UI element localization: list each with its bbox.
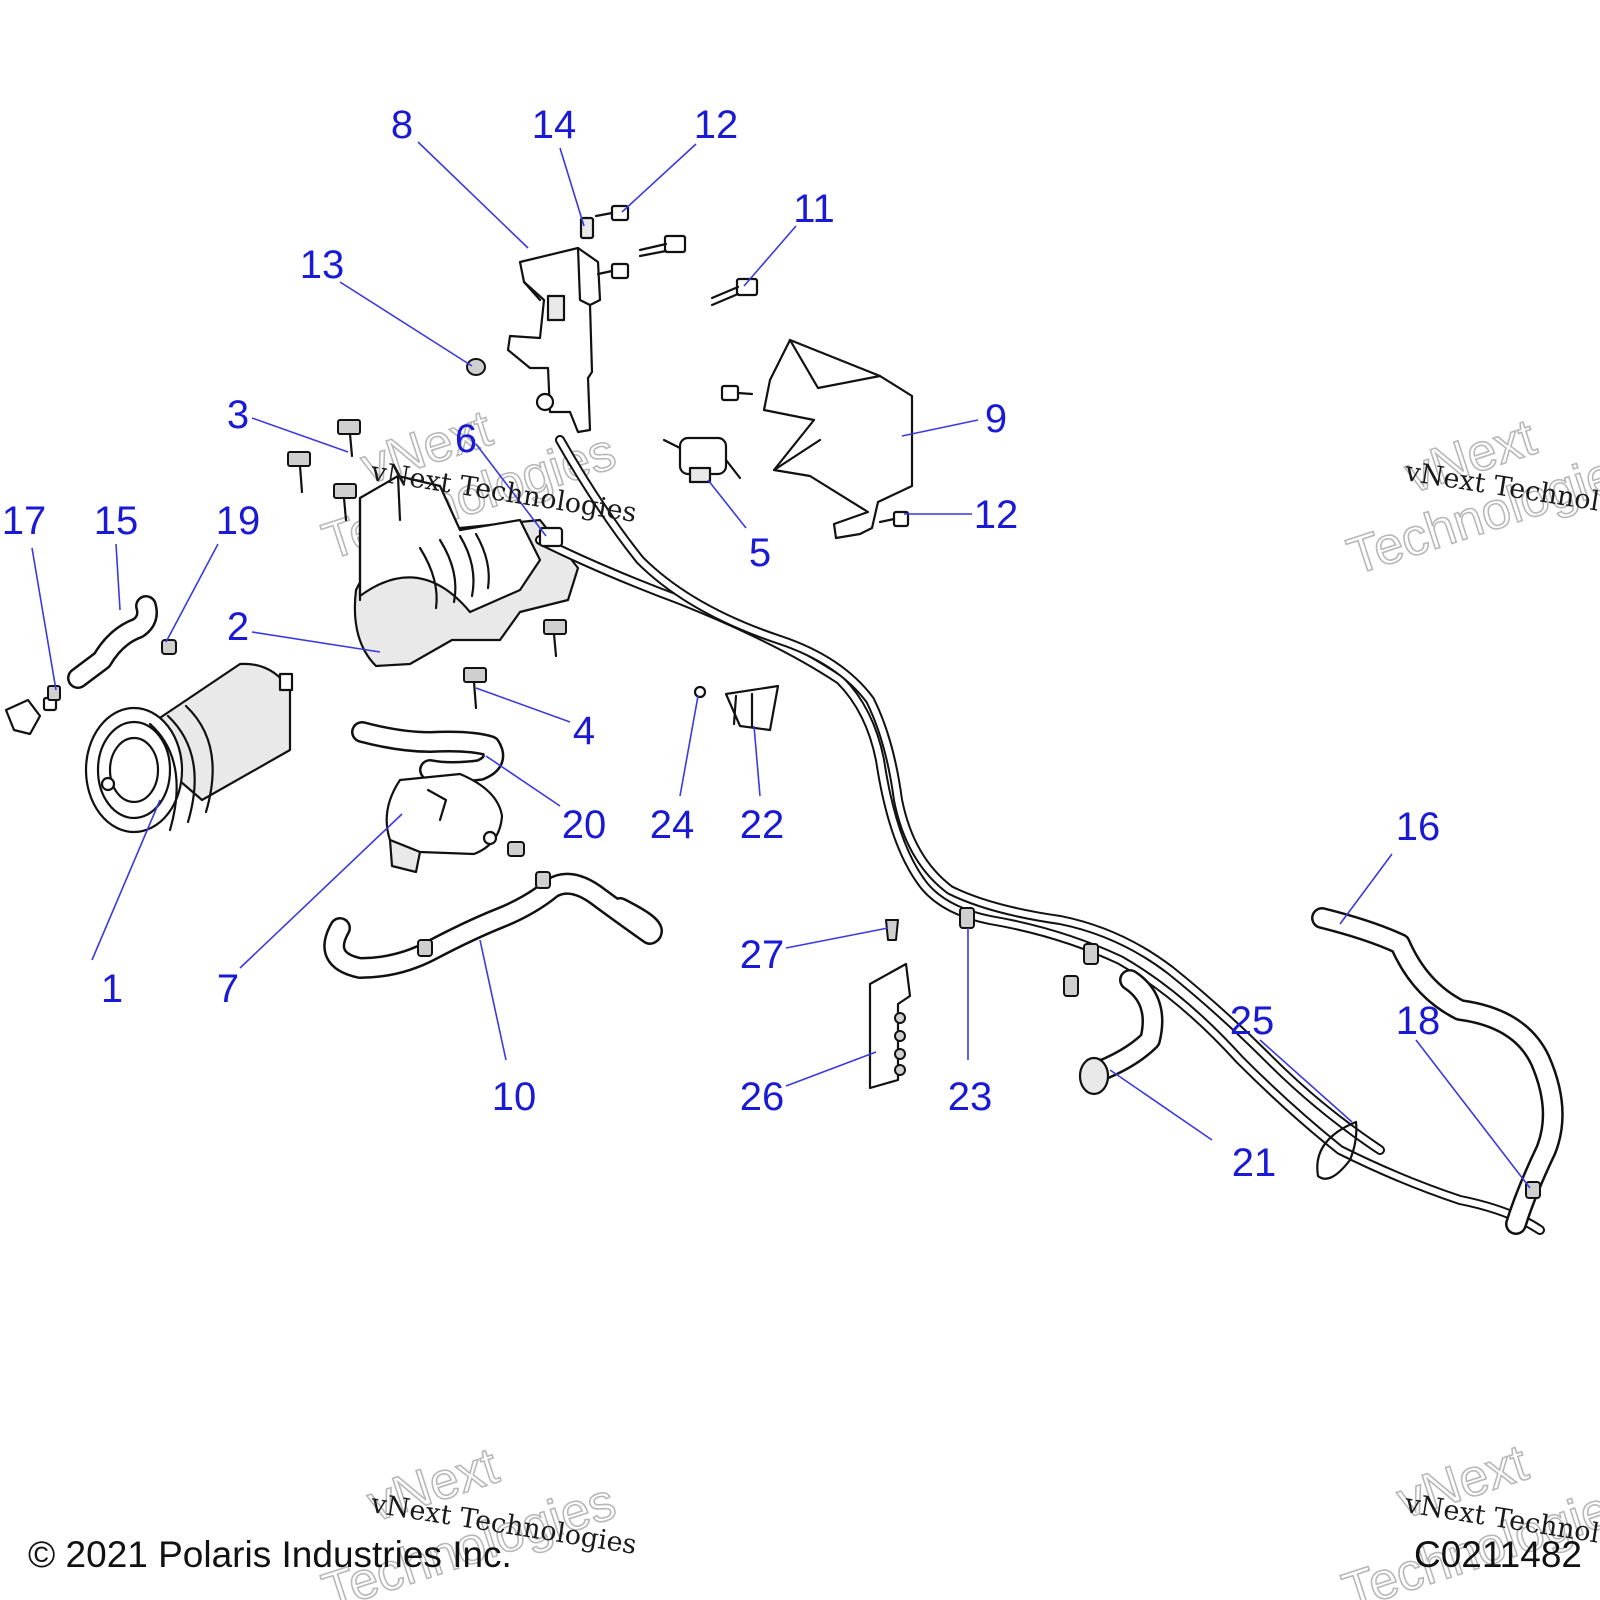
callout-16: 16 [1396,805,1441,849]
screw-24 [693,685,707,699]
filter-7 [385,772,504,874]
clamp-18 [1525,1181,1541,1199]
charcoal-canister-1 [84,662,294,834]
callouts: 1 2 3 4 5 6 7 8 9 10 11 12 12 13 14 15 1… [2,103,1441,1185]
callout-14: 14 [532,103,577,147]
callout-20: 20 [562,803,607,847]
callout-5: 5 [749,531,771,575]
callout-2: 2 [227,605,249,649]
callout-22: 22 [740,803,785,847]
callout-18: 18 [1396,999,1441,1043]
callout-9: 9 [985,397,1007,441]
clip-bracket-26 [868,962,912,1090]
leader-lines [31,141,1531,1189]
callout-25: 25 [1230,999,1275,1043]
callout-15: 15 [94,499,139,543]
callout-17: 17 [2,499,47,543]
callout-6: 6 [455,417,477,461]
copyright-text: © 2021 Polaris Industries Inc. [28,1534,512,1575]
parts-drawing [4,204,1564,1235]
tube-routing-6 [535,435,1545,1235]
callout-8: 8 [391,103,413,147]
callout-21: 21 [1232,1141,1277,1185]
bracket-8 [506,246,602,434]
clamp-19 [161,639,177,655]
hose-16 [1311,907,1564,1235]
clamp-22 [724,684,780,732]
push-pin-27 [885,919,899,941]
callout-12-top: 12 [694,103,739,147]
heat-shield-9 [762,338,914,540]
hose-10 [323,871,663,979]
callout-24: 24 [650,803,695,847]
tie-strap-25 [1316,1120,1358,1180]
diagram-code: C0211482 [1414,1534,1582,1575]
hose-20 [351,721,505,783]
canister-housing-2 [353,474,580,668]
valve-5 [662,436,742,484]
callout-10: 10 [492,1075,537,1119]
nut-13 [466,358,486,376]
callout-27: 27 [740,933,785,977]
hose-15 [67,595,158,689]
clip-14 [579,216,595,240]
callout-19: 19 [216,499,261,543]
bolt-12-top [594,204,630,280]
bolt-11 [638,234,759,307]
callout-3: 3 [227,393,249,437]
hose-21 [1078,969,1164,1096]
callout-1: 1 [101,967,123,1011]
callout-4: 4 [573,709,595,753]
callout-12-right: 12 [974,493,1019,537]
clips-3-4 [287,419,567,710]
callout-11: 11 [793,187,835,231]
callout-7: 7 [217,967,239,1011]
clamp-near-10 [507,841,525,857]
callout-23: 23 [948,1075,993,1119]
fitting-17 [4,685,61,736]
callout-13: 13 [300,243,345,287]
callout-26: 26 [740,1075,785,1119]
clips-23 [959,907,1099,997]
